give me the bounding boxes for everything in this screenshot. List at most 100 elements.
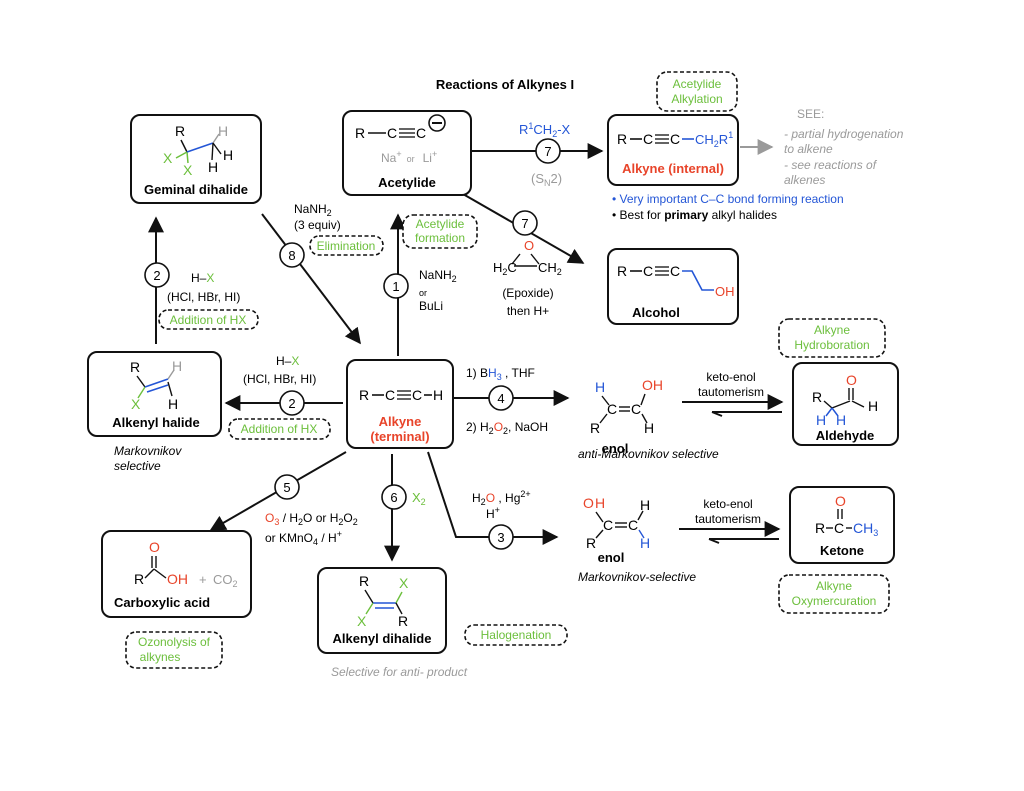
alcohol-structure: R C C OH Alcohol — [617, 263, 735, 320]
svg-text:BuLi: BuLi — [419, 299, 443, 313]
reagent-step2-mid: H–X (HCl, HBr, HI) — [243, 354, 316, 386]
svg-text:or KMnO4 / H+: or KMnO4 / H+ — [265, 529, 342, 547]
step-7-epoxide: 7 — [521, 216, 528, 231]
reagent-step1: NaNH2 or BuLi — [419, 268, 457, 313]
step-circles — [144, 138, 561, 550]
diagram-title: Reactions of Alkynes I — [436, 77, 574, 92]
svg-text:tautomerism: tautomerism — [698, 385, 764, 399]
svg-text:R: R — [617, 263, 627, 279]
note-anti-markovnikov: anti-Markovnikov selective — [578, 447, 719, 461]
acetylide-label: Acetylide — [378, 175, 436, 190]
carboxylic-acid-label: Carboxylic acid — [114, 595, 210, 610]
terminal-alkyne-label-2: (terminal) — [370, 429, 429, 444]
alkenyl-dihalide-label: Alkenyl dihalide — [333, 631, 432, 646]
svg-text:X: X — [131, 396, 141, 412]
aldehyde-structure: O R H H H Aldehyde — [812, 372, 878, 443]
tag-halogenation: Halogenation — [481, 628, 552, 642]
tag-oxymercuration-1: Alkyne — [816, 579, 852, 593]
svg-text:R: R — [815, 520, 825, 536]
enol-anti-structure: H OH C C R H enol — [590, 377, 663, 456]
svg-text:H2O , Hg2+: H2O , Hg2+ — [472, 489, 531, 507]
svg-text:H: H — [595, 379, 605, 395]
svg-text:H–X: H–X — [191, 271, 214, 285]
svg-text:SEE:: SEE: — [797, 107, 824, 121]
tag-addition-hx-mid: Addition of HX — [241, 422, 318, 436]
ketone-label: Ketone — [820, 543, 864, 558]
svg-text:tautomerism: tautomerism — [695, 512, 761, 526]
svg-text:C: C — [670, 263, 680, 279]
step-7-top: 7 — [544, 144, 551, 159]
tag-acetylide-alkylation-2: Alkylation — [671, 92, 722, 106]
svg-text:X: X — [399, 575, 409, 591]
svg-text:H: H — [218, 123, 228, 139]
svg-text:H: H — [433, 387, 443, 403]
svg-text:keto-enol: keto-enol — [706, 370, 755, 384]
svg-text:O: O — [846, 372, 857, 388]
svg-text:R: R — [175, 123, 185, 139]
enol-markovnikov-structure: O H C C H R H enol — [583, 495, 650, 565]
svg-text:- partial hydrogenation: - partial hydrogenation — [784, 127, 904, 141]
terminal-alkyne-structure: R C C H Alkyne (terminal) — [359, 387, 443, 444]
alkenyl-halide-label: Alkenyl halide — [112, 415, 199, 430]
svg-text:C: C — [628, 517, 638, 533]
tag-hydroboration-1: Alkyne — [814, 323, 850, 337]
svg-text:or: or — [419, 288, 427, 298]
svg-text:CH2R1: CH2R1 — [695, 130, 733, 149]
svg-text:H: H — [595, 495, 605, 511]
svg-text:1) BH3 , THF: 1) BH3 , THF — [466, 366, 535, 382]
svg-text:O: O — [583, 495, 594, 511]
step-1: 1 — [392, 279, 399, 294]
tag-elimination: Elimination — [317, 239, 376, 253]
svg-text:OH: OH — [642, 377, 663, 393]
tag-acetylide-alkylation-1: Acetylide — [673, 77, 722, 91]
svg-text:(HCl, HBr, HI): (HCl, HBr, HI) — [243, 372, 316, 386]
svg-text:R: R — [586, 535, 596, 551]
internal-alkyne-label: Alkyne (internal) — [622, 161, 724, 176]
svg-text:R: R — [130, 359, 140, 375]
svg-text:C: C — [670, 131, 680, 147]
svg-text:H2C: H2C — [493, 260, 517, 277]
step-5: 5 — [283, 480, 290, 495]
geminal-dihalide-structure: R X X H H H Geminal dihalide — [144, 123, 248, 197]
svg-text:C: C — [834, 520, 844, 536]
step-4: 4 — [497, 391, 504, 406]
svg-text:alkenes: alkenes — [784, 173, 825, 187]
reagent-epoxide: O H2C CH2 (Epoxide) then H+ — [493, 238, 562, 318]
reagent-sn2: (SN2) — [531, 171, 562, 188]
svg-text:(3 equiv): (3 equiv) — [294, 218, 341, 232]
svg-text:OH: OH — [167, 571, 188, 587]
see-also-note: SEE: - partial hydrogenation to alkene -… — [784, 107, 904, 187]
tag-ozonolysis-1: Ozonolysis of — [138, 635, 211, 649]
svg-text:R: R — [359, 387, 369, 403]
svg-text:X: X — [163, 150, 173, 166]
svg-text:C: C — [607, 401, 617, 417]
svg-text:H: H — [816, 412, 826, 428]
note-anti-product: Selective for anti- product — [331, 665, 468, 679]
svg-text:C: C — [416, 125, 426, 141]
svg-text:C: C — [631, 401, 641, 417]
bullet-cc-bond: • Very important C–C bond forming reacti… — [612, 192, 844, 206]
reaction-tags — [125, 71, 890, 669]
svg-text:(HCl, HBr, HI): (HCl, HBr, HI) — [167, 290, 240, 304]
svg-text:R: R — [398, 613, 408, 629]
svg-text:R: R — [617, 131, 627, 147]
svg-text:H: H — [644, 420, 654, 436]
tag-hydroboration-2: Hydroboration — [794, 338, 869, 352]
svg-text:to alkene: to alkene — [784, 142, 833, 156]
svg-text:H: H — [640, 535, 650, 551]
svg-text:+: + — [199, 572, 207, 587]
svg-text:H: H — [168, 396, 178, 412]
svg-text:keto-enol: keto-enol — [703, 497, 752, 511]
svg-text:H: H — [868, 398, 878, 414]
reagent-step4: 1) BH3 , THF 2) H2O2, NaOH — [466, 366, 548, 436]
svg-text:C: C — [385, 387, 395, 403]
svg-text:O: O — [149, 539, 160, 555]
svg-text:H: H — [208, 159, 218, 175]
svg-text:C: C — [643, 131, 653, 147]
svg-text:X: X — [357, 613, 367, 629]
svg-text:R: R — [590, 420, 600, 436]
svg-text:R: R — [812, 389, 822, 405]
